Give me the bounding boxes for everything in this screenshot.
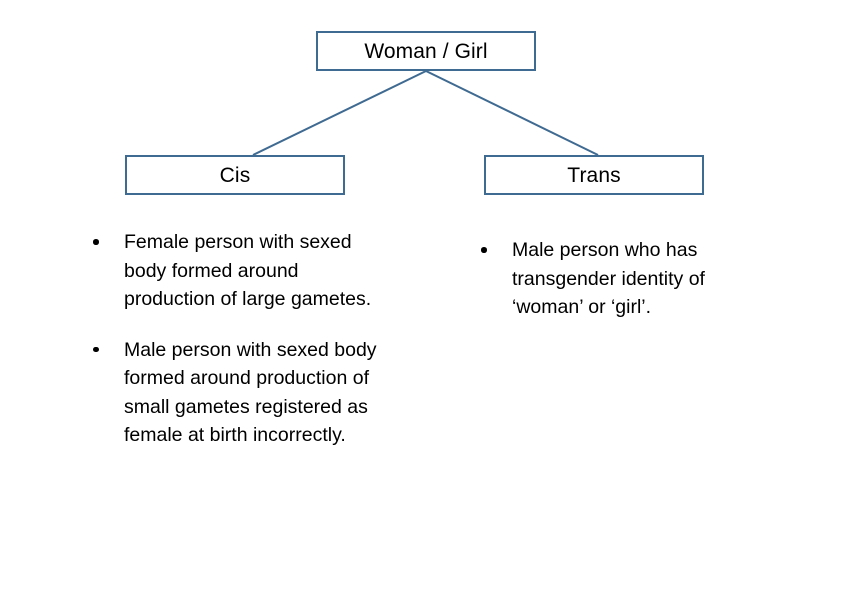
node-cis[interactable]: Cis (125, 155, 345, 195)
bullet-dot-icon (93, 239, 99, 245)
node-cis-label: Cis (219, 163, 251, 187)
bullet-dot-icon (481, 247, 487, 253)
cis-bullet-2-text: Male person with sexed body formed aroun… (124, 338, 377, 447)
node-woman-girl[interactable]: Woman / Girl (316, 31, 536, 71)
list-item: Male person with sexed body formed aroun… (88, 336, 388, 450)
node-woman-girl-label: Woman / Girl (364, 39, 488, 63)
list-item: Female person with sexed body formed aro… (88, 228, 388, 314)
cis-bullet-1-text: Female person with sexed body formed aro… (124, 231, 372, 310)
node-trans[interactable]: Trans (484, 155, 704, 195)
cis-bullet-list: Female person with sexed body formed aro… (88, 228, 388, 450)
connector-line-root-to-cis (252, 70, 427, 156)
trans-bullet-list: Male person who has transgender identity… (476, 236, 736, 322)
bullet-dot-icon (93, 346, 99, 352)
connector-line-root-to-trans (425, 70, 599, 156)
list-item: Male person who has transgender identity… (476, 236, 736, 322)
trans-bullet-1-text: Male person who has transgender identity… (512, 239, 705, 318)
node-trans-label: Trans (567, 163, 621, 187)
